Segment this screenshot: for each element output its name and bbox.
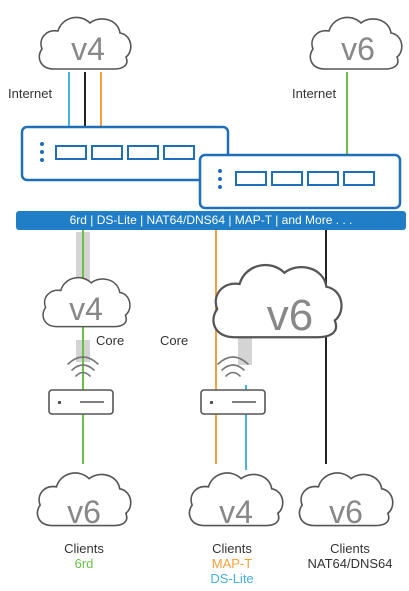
clients-title: Clients (64, 541, 104, 556)
cloud-label: v6 (329, 494, 363, 530)
core-label-left: Core (96, 333, 125, 348)
cloud-core-v6: v6 (212, 263, 343, 340)
clients-title: Clients (330, 541, 370, 556)
router-device-front (198, 153, 402, 210)
clients-protocol: 6rd (74, 556, 94, 571)
cloud-core-v4: v4 (41, 276, 132, 328)
cloud-internet-v4: v4 (38, 16, 132, 70)
internet-label-left: Internet (8, 86, 53, 101)
cloud-internet-v6: v6 (309, 16, 403, 70)
cloud-label: v4 (219, 494, 253, 530)
cloud-clients-nat64: v6 (298, 471, 394, 530)
cloud-label: v6 (67, 494, 101, 530)
clients-protocol-map-t: MAP-T (211, 556, 253, 571)
clients-label-nat64: Clients NAT64/DNS64 (300, 541, 400, 571)
wifi-icon (67, 356, 99, 377)
cloud-label: v4 (69, 291, 103, 327)
cloud-label: v6 (341, 31, 375, 67)
cpe-device-right (200, 389, 266, 415)
cloud-label: v4 (71, 31, 105, 67)
clients-protocol: NAT64/DNS64 (307, 556, 393, 571)
cloud-clients-6rd: v6 (36, 471, 132, 530)
cpe-device-left (48, 389, 114, 415)
clients-label-6rd: Clients 6rd (44, 541, 124, 571)
clients-title: Clients (212, 541, 252, 556)
tunnel-right (238, 335, 252, 365)
protocol-banner: 6rd | DS-Lite | NAT64/DNS64 | MAP-T | an… (16, 211, 406, 230)
cloud-label: v6 (267, 291, 313, 340)
wifi-icon (217, 356, 249, 377)
internet-label-right: Internet (292, 86, 337, 101)
router-device-back (20, 125, 230, 182)
core-label-right: Core (160, 333, 189, 348)
internet-v4-links (68, 72, 102, 130)
cloud-clients-v4: v4 (188, 471, 284, 530)
clients-protocol-ds-lite: DS-Lite (210, 571, 254, 586)
clients-label-v4: Clients MAP-T DS-Lite (192, 541, 272, 586)
